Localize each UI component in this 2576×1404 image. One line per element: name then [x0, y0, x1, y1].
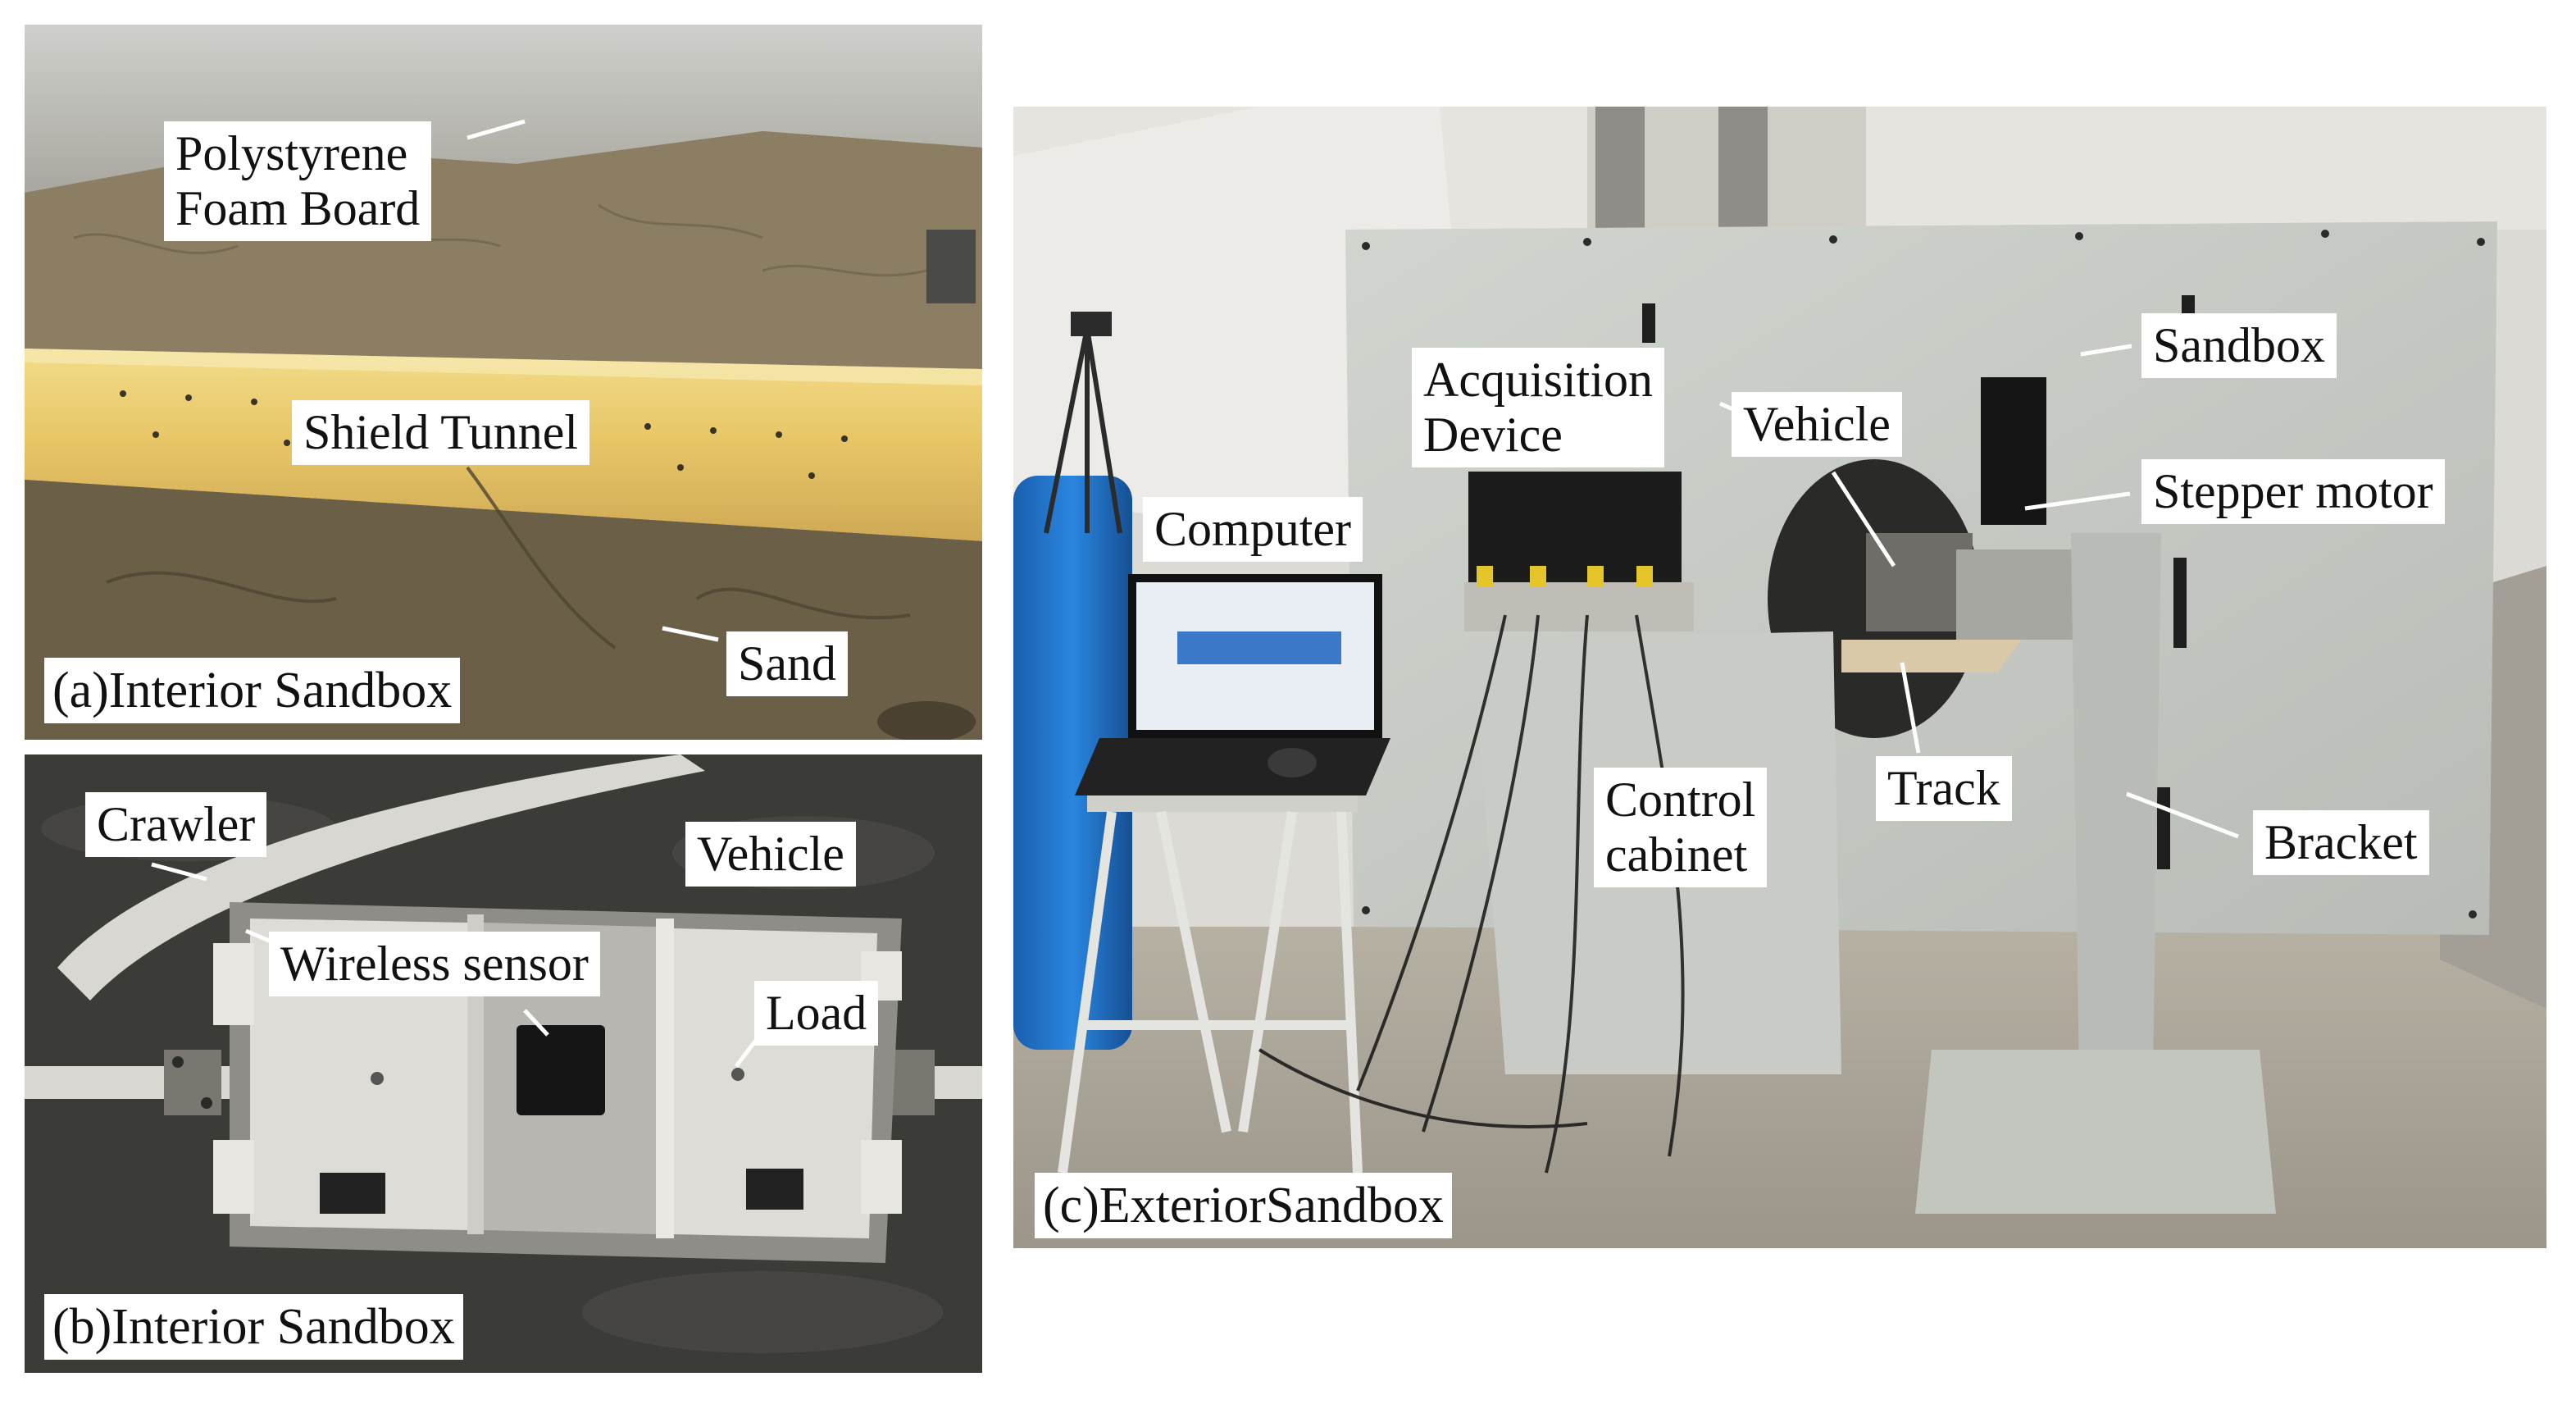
label-control-line1: Control — [1605, 773, 1756, 827]
label-control-line2: cabinet — [1605, 827, 1748, 882]
panel-a-caption: (a)Interior Sandbox — [44, 658, 461, 724]
label-sand: Sand — [726, 631, 848, 697]
label-shield-tunnel: Shield Tunnel — [292, 400, 590, 466]
label-wireless-sensor: Wireless sensor — [269, 932, 600, 997]
label-computer: Computer — [1143, 497, 1363, 563]
label-acquisition-line1: Acquisition — [1423, 353, 1653, 407]
label-polystyrene-line1: Polystyrene — [175, 126, 408, 180]
label-acquisition-device: Acquisition Device — [1412, 348, 1664, 468]
panel-c-photo — [1013, 107, 2546, 1248]
label-polystyrene-line2: Foam Board — [175, 181, 421, 236]
label-stepper-motor: Stepper motor — [2141, 459, 2445, 525]
label-load: Load — [754, 981, 879, 1046]
label-control-cabinet: Control cabinet — [1594, 768, 1768, 888]
label-polystyrene-foam-board: Polystyrene Foam Board — [164, 121, 432, 242]
exterior-sandbox-photo-c — [1013, 107, 2546, 1248]
label-vehicle-c: Vehicle — [1732, 392, 1902, 458]
panel-b-caption: (b)Interior Sandbox — [44, 1294, 463, 1361]
label-vehicle-b: Vehicle — [685, 822, 856, 887]
label-sandbox: Sandbox — [2141, 313, 2337, 379]
label-acquisition-line2: Device — [1423, 408, 1563, 463]
label-track: Track — [1876, 756, 2012, 822]
panel-c-caption: (c)ExteriorSandbox — [1035, 1173, 1452, 1239]
label-bracket: Bracket — [2253, 810, 2429, 876]
label-crawler: Crawler — [85, 792, 267, 858]
